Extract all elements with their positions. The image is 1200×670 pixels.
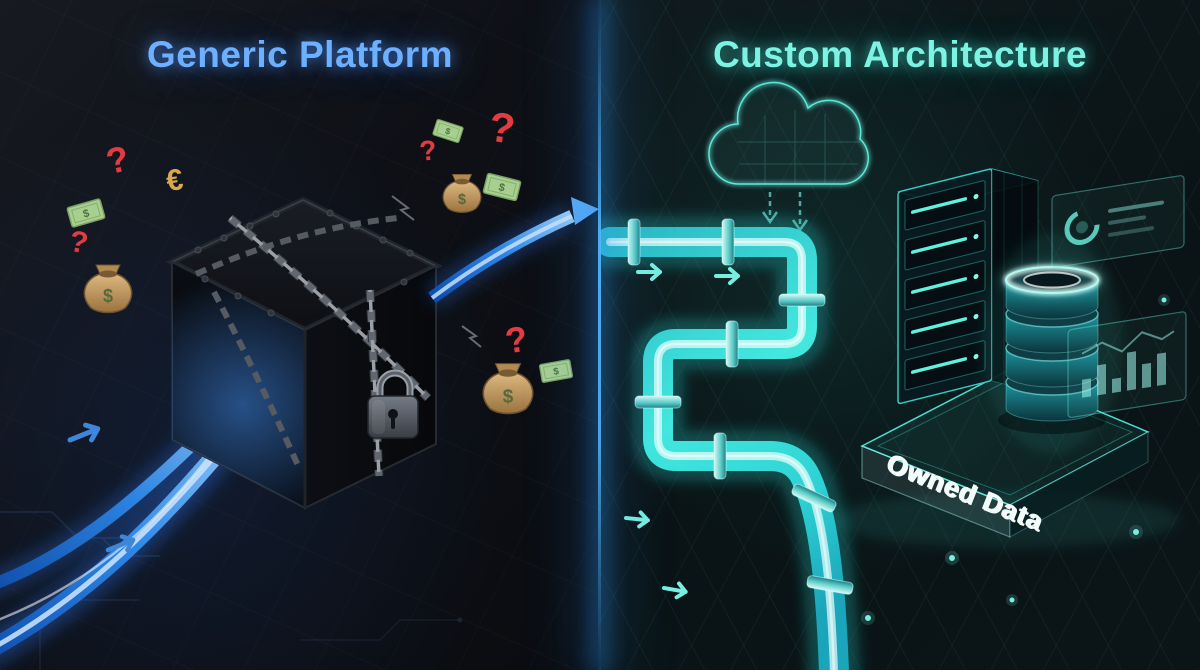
question-mark-icon: ? xyxy=(486,103,518,153)
banknote-icon: $ xyxy=(432,119,464,143)
split-divider xyxy=(598,0,601,670)
analytics-panel xyxy=(1051,175,1185,269)
locked-crate xyxy=(165,196,443,510)
question-mark-icon: ? xyxy=(418,134,438,167)
arrow-icon xyxy=(105,534,136,553)
banknote-icon: $ xyxy=(538,359,574,383)
money-bag-icon: $ xyxy=(83,264,133,314)
pipe-flanges xyxy=(627,218,854,595)
arrow-icon xyxy=(67,422,101,443)
data-pipeline xyxy=(600,216,860,670)
dollar-sign: $ xyxy=(103,286,113,306)
database-stack-icon xyxy=(982,234,1122,454)
dollar-sign: $ xyxy=(497,181,506,194)
outgoing-data-stream xyxy=(424,197,599,309)
dollar-sign: $ xyxy=(458,192,466,208)
left-title: Generic Platform xyxy=(146,34,454,75)
flow-arrows xyxy=(624,263,740,600)
money-bag-icon: $ xyxy=(482,363,534,415)
generic-platform-scene: $ $ $ $ $ xyxy=(0,103,599,670)
generic-platform-panel: $ $ $ $ $ xyxy=(0,0,600,670)
custom-architecture-panel: Owned Data Owned Data xyxy=(600,0,1200,670)
padlock-icon xyxy=(367,369,419,439)
arrow-icon xyxy=(571,197,599,225)
dollar-sign: $ xyxy=(444,126,452,137)
platform-glow xyxy=(830,492,1180,548)
crack-marks xyxy=(391,195,482,348)
dollar-sign: $ xyxy=(553,366,561,378)
chains xyxy=(194,214,432,477)
right-title: Custom Architecture xyxy=(712,34,1088,75)
money-bag-icon: $ xyxy=(442,173,482,213)
question-mark-icon: ? xyxy=(503,318,530,362)
cloud-icon xyxy=(707,81,870,233)
dollar-sign: $ xyxy=(82,207,91,220)
metrics-panel xyxy=(1067,311,1187,419)
grid-nodes xyxy=(861,294,1170,625)
banknote-icon: $ xyxy=(66,198,106,228)
dollar-sign: $ xyxy=(503,387,514,408)
banknote-icon: $ xyxy=(482,172,522,202)
euro-sign: € xyxy=(164,163,185,198)
custom-architecture-scene: Owned Data Owned Data xyxy=(600,81,1187,670)
question-mark-icon: ? xyxy=(67,225,91,261)
question-mark-icon: ? xyxy=(102,137,132,182)
